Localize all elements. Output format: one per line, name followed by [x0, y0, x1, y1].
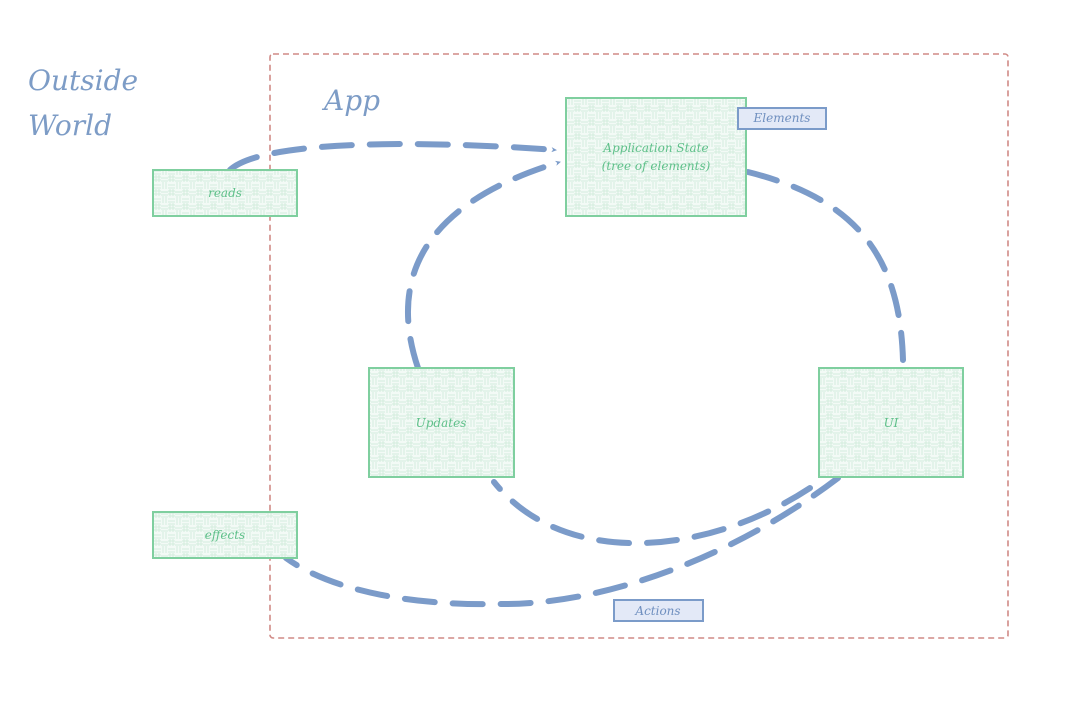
tag-elements: Elements [737, 107, 827, 130]
arrow-updates-to-state [404, 159, 563, 371]
arrow-ui-to-effects [283, 475, 841, 608]
node-updates: Updates [368, 367, 515, 478]
node-application-state: Application State (tree of elements) [565, 97, 747, 217]
node-application-state-label-line2: (tree of elements) [602, 159, 711, 173]
arrow-ui-to-updates [491, 479, 813, 547]
node-reads-label: reads [208, 186, 242, 200]
tag-elements-label: Elements [753, 111, 811, 125]
node-updates-label: Updates [416, 416, 467, 430]
app-label: App [321, 84, 380, 117]
outside-world-label-line1: Outside [28, 64, 138, 97]
node-ui-label: UI [884, 416, 899, 430]
node-reads: reads [152, 169, 298, 217]
app-boundary [269, 53, 1009, 639]
outside-world-label-line2: World [28, 109, 112, 142]
node-effects-label: effects [205, 528, 245, 542]
node-application-state-label-line1: Application State [602, 141, 708, 155]
node-effects: effects [152, 511, 298, 559]
arrow-state-to-ui [745, 169, 906, 363]
tag-actions-label: Actions [634, 604, 680, 618]
arrow-reads-to-state [227, 141, 559, 173]
tag-actions: Actions [613, 599, 704, 622]
node-ui: UI [818, 367, 964, 478]
